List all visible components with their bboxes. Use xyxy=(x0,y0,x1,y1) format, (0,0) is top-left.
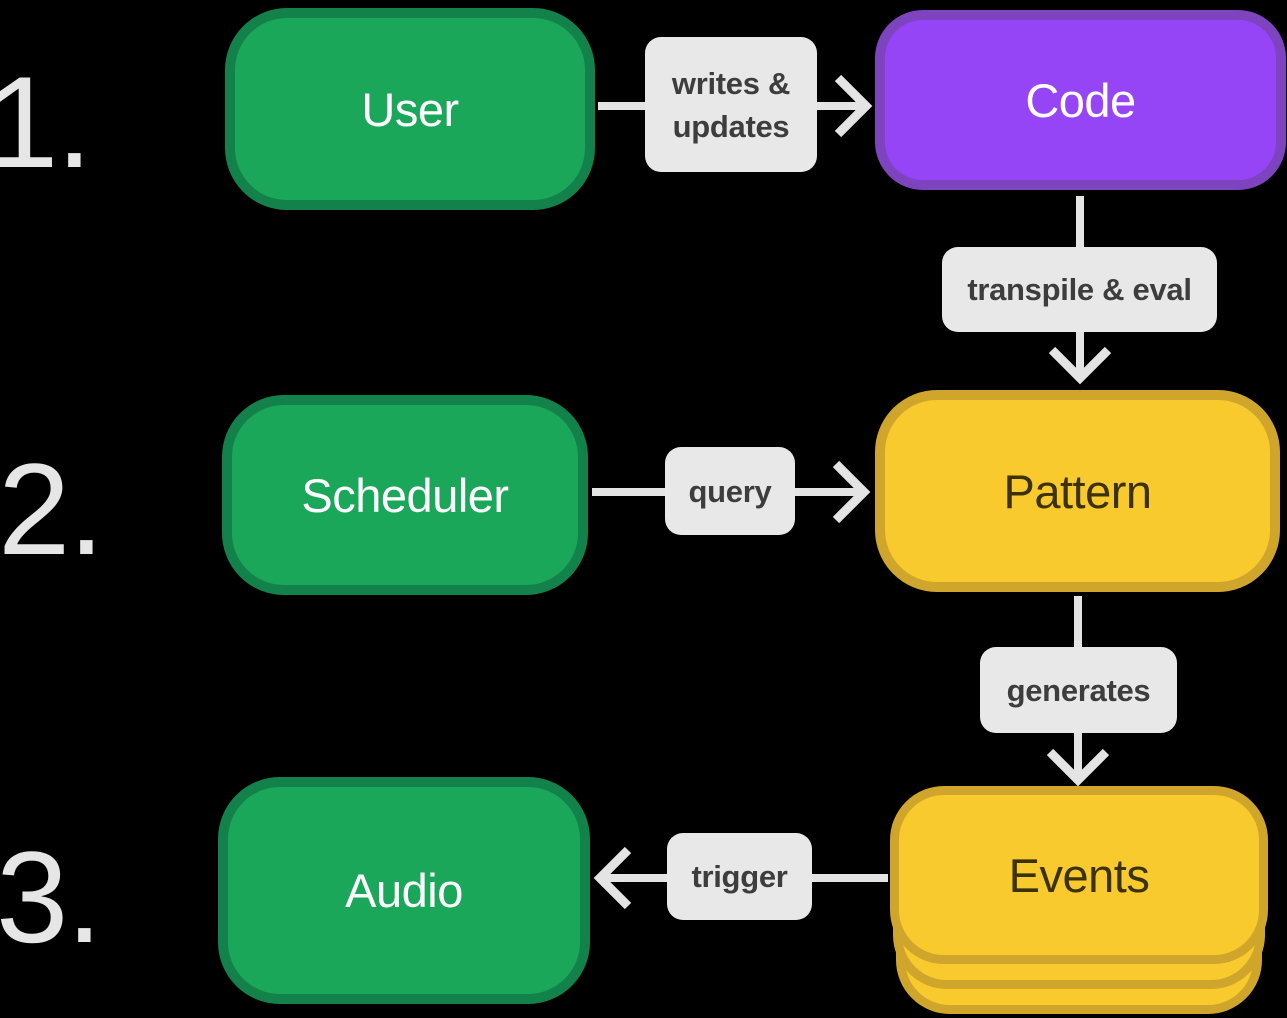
step-number-1: 1. xyxy=(0,49,92,195)
node-audio: Audio xyxy=(218,777,590,1004)
arrow-head-right-icon xyxy=(832,460,871,524)
arrow-head-down-icon xyxy=(1046,748,1110,787)
node-audio-label: Audio xyxy=(345,864,463,917)
arrow-head-right-icon xyxy=(834,74,873,138)
step-number-2: 2. xyxy=(0,436,104,582)
arrow-head-left-icon xyxy=(593,846,632,910)
edge-label-trigger: trigger xyxy=(667,833,812,920)
node-code: Code xyxy=(875,10,1286,190)
edge-label-generates-text: generates xyxy=(1006,672,1151,708)
edge-label-query: query xyxy=(665,447,795,535)
edge-label-trigger-text: trigger xyxy=(691,859,788,894)
node-user: User xyxy=(225,8,595,210)
node-code-label: Code xyxy=(1025,73,1136,127)
node-user-label: User xyxy=(361,82,459,136)
node-scheduler: Scheduler xyxy=(222,395,588,595)
edge-label-writes-updates: writes & updates xyxy=(645,37,817,172)
node-scheduler-label: Scheduler xyxy=(301,468,509,522)
node-pattern: Pattern xyxy=(875,390,1280,592)
step-number-3: 3. xyxy=(0,824,102,970)
node-pattern-label: Pattern xyxy=(1003,464,1152,518)
edge-label-transpile-eval: transpile & eval xyxy=(942,247,1217,332)
arrow-head-down-icon xyxy=(1048,346,1112,385)
node-events-label: Events xyxy=(1008,848,1150,902)
edge-label-transpile-eval-text: transpile & eval xyxy=(967,272,1192,307)
edge-label-query-text: query xyxy=(688,473,772,509)
edge-label-writes-updates-text: writes & updates xyxy=(671,65,791,144)
node-events: Events xyxy=(890,786,1268,964)
edge-label-generates: generates xyxy=(980,647,1177,733)
